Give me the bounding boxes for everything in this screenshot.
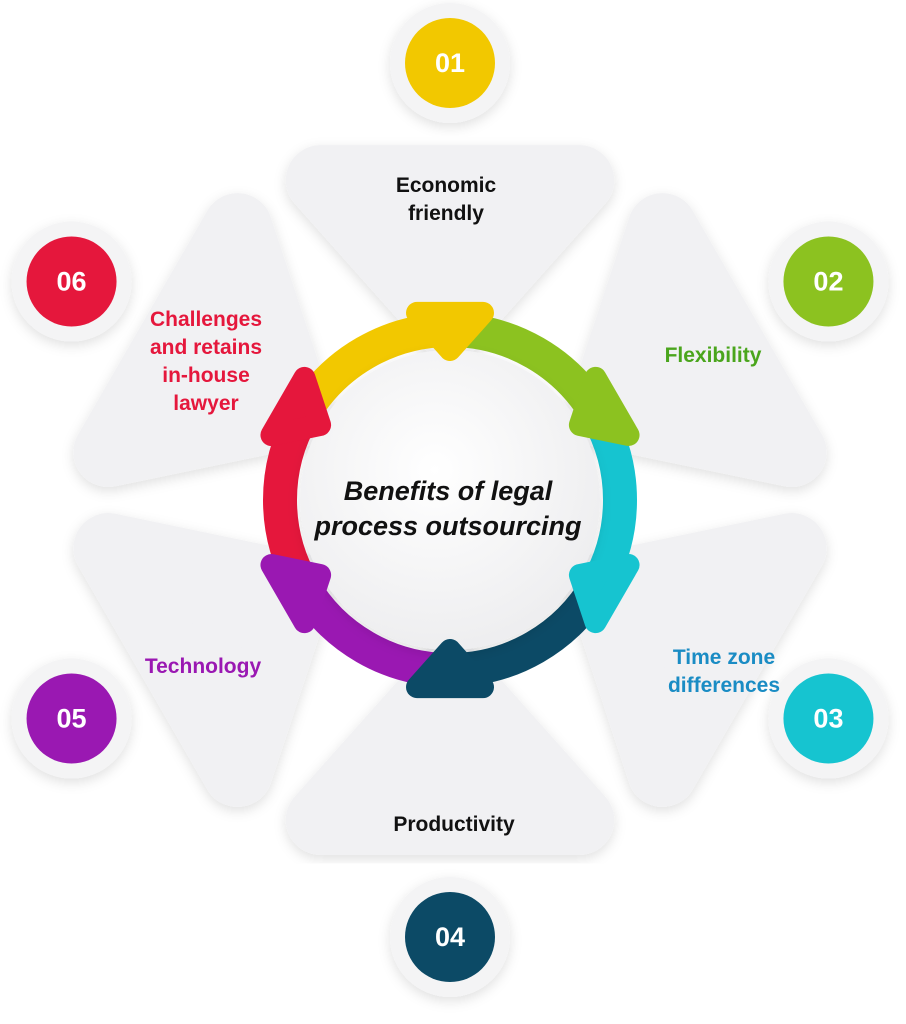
ring-tip-05	[260, 553, 332, 634]
title-line-2: process outsourcing	[313, 511, 582, 541]
badge-03	[783, 673, 874, 764]
label-03-line-2: differences	[668, 674, 780, 697]
title-line-1: Benefits of legal	[344, 476, 553, 506]
badge-04	[405, 892, 495, 982]
badge-01	[405, 18, 495, 108]
center-disc	[300, 350, 600, 650]
badge-number-06: 06	[57, 267, 87, 297]
label-01-line-1: Economic	[396, 174, 497, 197]
ring-tip-06	[260, 366, 332, 447]
badge-06	[26, 236, 117, 327]
label-06-line-2: and retains	[150, 336, 262, 359]
badge-number-01: 01	[435, 48, 465, 78]
badge-number-05: 05	[57, 704, 87, 734]
label-02-line-1: Flexibility	[665, 344, 762, 367]
petal-02	[566, 193, 827, 487]
ring-tip-02	[568, 366, 640, 447]
badge-05	[26, 673, 117, 764]
ring-tip-03	[568, 553, 640, 634]
label-06-line-1: Challenges	[150, 308, 262, 331]
badge-number-03: 03	[813, 704, 843, 734]
label-01-line-2: friendly	[408, 202, 484, 225]
badge-02	[783, 236, 874, 327]
ring-tip-01	[406, 301, 494, 361]
label-04-line-1: Productivity	[393, 813, 515, 836]
petal-05	[73, 513, 334, 807]
label-06-line-3: in-house	[162, 364, 250, 387]
label-05-line-1: Technology	[145, 655, 262, 678]
ring-tip-04	[406, 639, 494, 699]
petal-01	[285, 145, 615, 360]
label-06-line-4: lawyer	[173, 392, 238, 415]
badge-number-04: 04	[435, 922, 465, 952]
label-03-line-1: Time zone	[673, 646, 775, 669]
petal-04	[285, 640, 615, 855]
petal-03	[566, 513, 827, 807]
badge-number-02: 02	[813, 267, 843, 297]
petal-06	[73, 193, 334, 487]
